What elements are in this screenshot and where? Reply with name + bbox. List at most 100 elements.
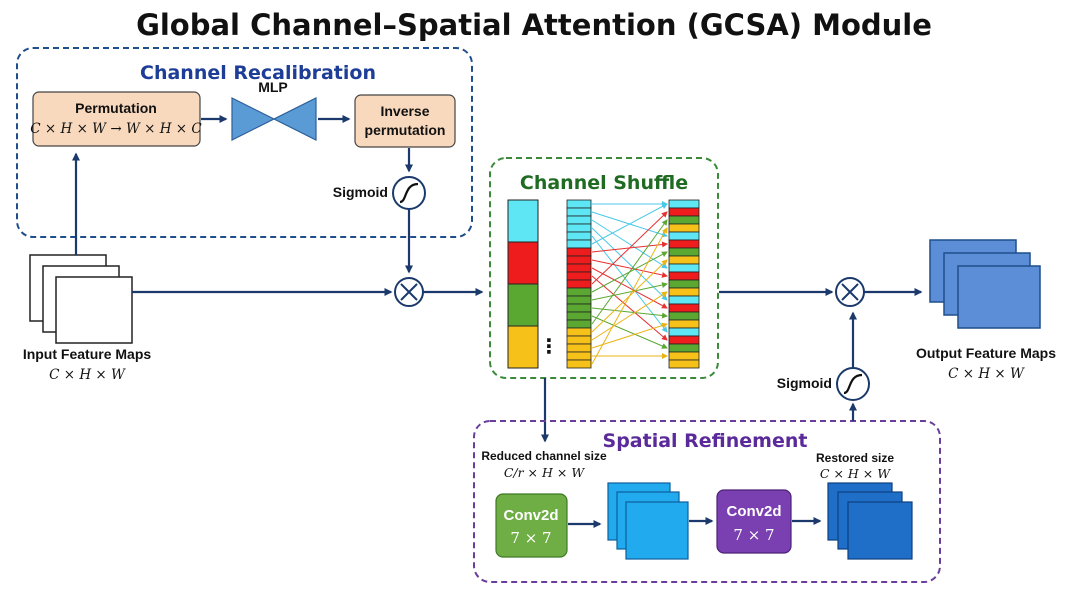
output-label: Output Feature Maps bbox=[916, 345, 1056, 361]
sigmoid-label-top: Sigmoid bbox=[333, 184, 388, 200]
input-dims: C × H × W bbox=[49, 367, 126, 383]
split-channel-cell bbox=[566, 335, 592, 345]
shuffle-arrow bbox=[591, 259, 668, 278]
shuffle-arrow bbox=[591, 227, 668, 301]
split-channel-cell bbox=[566, 223, 592, 233]
permutation-formula: C × H × W → W × H × C bbox=[30, 121, 202, 137]
split-channel-cell bbox=[566, 255, 592, 265]
shuffle-arrow bbox=[591, 267, 668, 309]
shuffled-channel-cell bbox=[668, 319, 700, 329]
permutation-label: Permutation bbox=[75, 100, 157, 116]
shuffled-channel-cell bbox=[668, 207, 700, 217]
output-feature-maps bbox=[929, 239, 1041, 329]
conv2d-box-1: Conv2d 7 × 7 bbox=[495, 493, 568, 558]
sigmoid-icon-bottom bbox=[836, 367, 870, 401]
shuffled-channel-cell bbox=[668, 311, 700, 321]
split-channel-cell bbox=[566, 311, 592, 321]
spatial-refinement-title: Spatial Refinement bbox=[603, 430, 808, 452]
mlp-label: MLP bbox=[258, 79, 288, 95]
shuffle-arrow bbox=[591, 211, 668, 285]
reduced-label: Reduced channel size bbox=[481, 449, 607, 463]
shuffled-channel-cell bbox=[668, 295, 700, 305]
shuffled-channel-cell bbox=[668, 279, 700, 289]
split-channel-cell bbox=[566, 319, 592, 329]
split-channel-cell bbox=[566, 231, 592, 241]
spatial-refinement-panel: Spatial Refinement Reduced channel size … bbox=[473, 420, 941, 583]
shuffled-channel-cell bbox=[668, 223, 700, 233]
shuffle-arrow bbox=[591, 203, 668, 245]
split-channels-column bbox=[566, 199, 592, 369]
mlp-bowtie: MLP bbox=[231, 79, 317, 141]
split-channel-cell bbox=[566, 215, 592, 225]
split-channel-cell bbox=[566, 271, 592, 281]
channel-recalibration-panel: Channel Recalibration Permutation C × H … bbox=[16, 47, 473, 238]
inverse-line2: permutation bbox=[365, 122, 446, 138]
restored-feature-maps bbox=[827, 482, 913, 560]
shuffled-channel-cell bbox=[668, 271, 700, 281]
split-channel-cell bbox=[566, 207, 592, 217]
shuffled-channel-cell bbox=[668, 303, 700, 313]
inverse-permutation-box: Inverse permutation bbox=[354, 94, 456, 148]
shuffled-channel-cell bbox=[668, 327, 700, 337]
split-channel-cell bbox=[566, 279, 592, 289]
split-channel-cell bbox=[566, 287, 592, 297]
split-channel-cell bbox=[566, 351, 592, 361]
split-channel-cell bbox=[566, 263, 592, 273]
shuffle-arrow bbox=[591, 219, 668, 325]
ellipsis: ⋮ bbox=[539, 334, 559, 358]
split-channel-cell bbox=[566, 239, 592, 249]
conv2-line1: Conv2d bbox=[726, 503, 781, 520]
shuffle-arrow bbox=[591, 235, 668, 333]
split-channel-cell bbox=[566, 359, 592, 369]
channel-shuffle-panel: Channel Shuffle ⋮ bbox=[489, 157, 719, 379]
split-channel-cell bbox=[566, 247, 592, 257]
restored-label: Restored size bbox=[816, 451, 894, 465]
split-channel-cell bbox=[566, 327, 592, 337]
conv1-line1: Conv2d bbox=[503, 507, 558, 524]
sigmoid-label-bottom: Sigmoid bbox=[777, 375, 832, 391]
intermediate-feature-maps bbox=[607, 482, 689, 560]
shuffle-arrow bbox=[591, 322, 668, 349]
shuffle-arrow bbox=[591, 291, 668, 341]
shuffled-channel-cell bbox=[668, 255, 700, 265]
shuffled-channel-cell bbox=[668, 215, 700, 225]
channel-shuffle-title: Channel Shuffle bbox=[520, 172, 688, 194]
input-label: Input Feature Maps bbox=[23, 346, 152, 362]
shuffled-channels-column bbox=[668, 199, 700, 369]
shuffle-arrow bbox=[591, 307, 668, 319]
shuffle-arrows bbox=[591, 201, 668, 365]
shuffled-channel-cell bbox=[668, 239, 700, 249]
multiply-icon-left bbox=[394, 277, 424, 307]
shuffle-arrow bbox=[591, 315, 668, 349]
split-channel-cell bbox=[566, 303, 592, 313]
shuffled-channel-cell bbox=[668, 263, 700, 273]
restored-dims: C × H × W bbox=[820, 466, 891, 481]
split-channel-cell bbox=[566, 343, 592, 353]
reduced-dims: C/r × H × W bbox=[504, 465, 585, 480]
input-feature-maps bbox=[29, 254, 133, 344]
permutation-box: Permutation C × H × W → W × H × C bbox=[30, 91, 202, 147]
shuffled-channel-cell bbox=[668, 287, 700, 297]
channel-recalibration-title: Channel Recalibration bbox=[140, 62, 376, 84]
page-title: Global Channel–Spatial Attention (GCSA) … bbox=[136, 8, 932, 42]
conv2d-box-2: Conv2d 7 × 7 bbox=[716, 489, 792, 554]
shuffled-channel-cell bbox=[668, 351, 700, 361]
shuffled-channel-cell bbox=[668, 343, 700, 353]
shuffle-arrow bbox=[591, 227, 668, 365]
split-channel-cell bbox=[566, 199, 592, 209]
shuffled-channel-cell bbox=[668, 199, 700, 209]
sigmoid-icon bbox=[392, 176, 426, 210]
shuffle-arrow bbox=[591, 275, 668, 341]
shuffled-channel-cell bbox=[668, 247, 700, 257]
shuffle-arrow bbox=[591, 219, 668, 269]
shuffle-arrow bbox=[591, 282, 668, 301]
inverse-line1: Inverse bbox=[380, 103, 429, 119]
conv2-line2: 7 × 7 bbox=[733, 526, 774, 544]
multiply-icon-right bbox=[835, 277, 865, 307]
output-dims: C × H × W bbox=[948, 366, 1025, 382]
shuffled-channel-cell bbox=[668, 359, 700, 369]
shuffled-channel-cell bbox=[668, 231, 700, 241]
channel-groups-bar bbox=[507, 199, 539, 369]
conv1-line2: 7 × 7 bbox=[510, 529, 551, 547]
split-channel-cell bbox=[566, 295, 592, 305]
